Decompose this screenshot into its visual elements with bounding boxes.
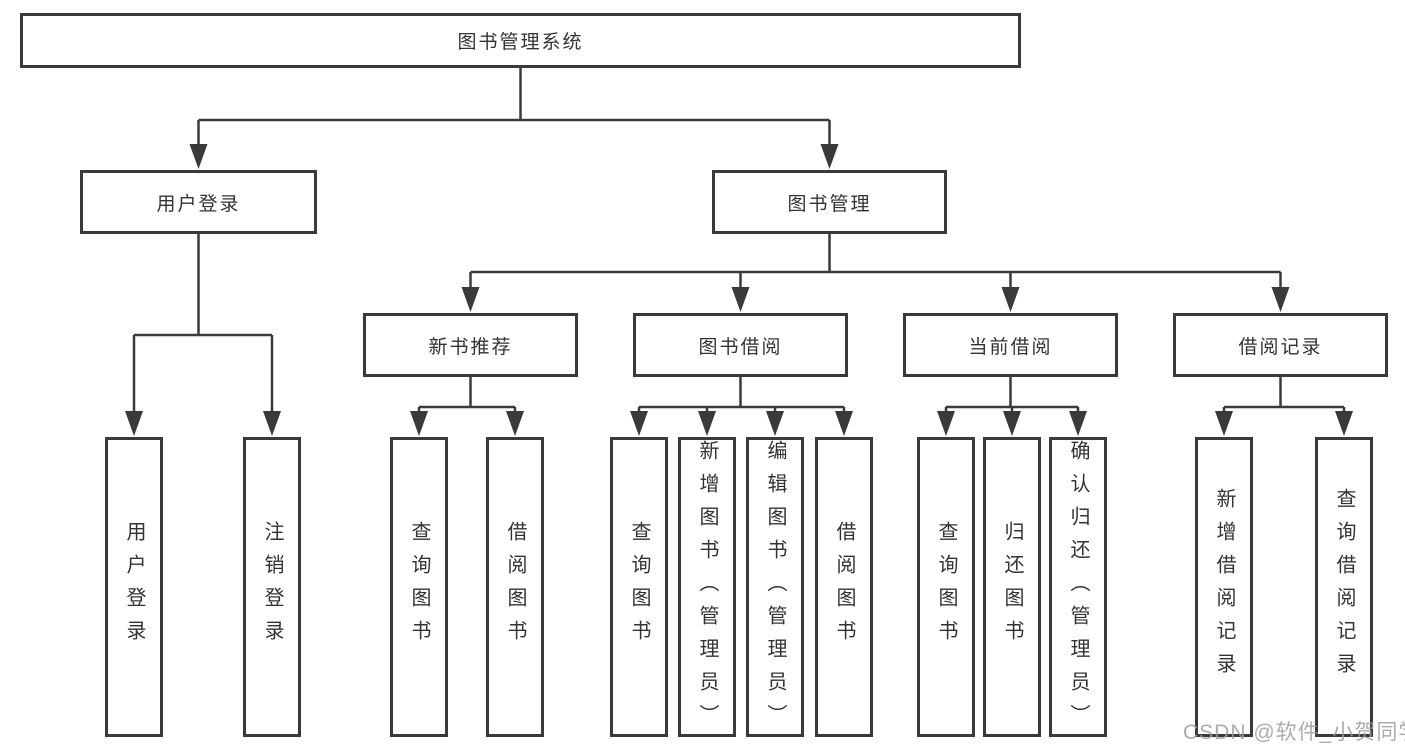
arrowhead bbox=[820, 144, 839, 169]
leaf-return-books: 归还图书 bbox=[983, 437, 1041, 737]
edge-user-login-children bbox=[132, 234, 274, 414]
leaf-add-book-admin-label: 新增图书（管理员） bbox=[696, 440, 718, 737]
leaf-borrow-books-borrowing-label: 借阅图书 bbox=[833, 521, 855, 653]
node-user-login: 用户登录 bbox=[80, 170, 317, 234]
leaf-query-books-borrowing-label: 查询图书 bbox=[628, 521, 650, 653]
arrowhead bbox=[263, 411, 281, 436]
node-current-borrowing: 当前借阅 bbox=[903, 313, 1118, 377]
arrowhead bbox=[731, 287, 750, 312]
node-book-management-label: 图书管理 bbox=[787, 193, 872, 215]
arrowhead bbox=[125, 411, 143, 436]
arrowhead bbox=[698, 411, 716, 436]
edge-borrowing-records-children bbox=[1222, 377, 1346, 414]
node-book-management: 图书管理 bbox=[712, 170, 947, 234]
leaf-add-book-admin: 新增图书（管理员） bbox=[678, 437, 736, 737]
leaf-add-borrow-record-label: 新增借阅记录 bbox=[1213, 488, 1235, 686]
node-user-login-label: 用户登录 bbox=[156, 193, 241, 215]
leaf-confirm-return-admin-label: 确认归还（管理员） bbox=[1067, 440, 1089, 737]
leaf-return-books-label: 归还图书 bbox=[1001, 521, 1023, 653]
edge-book-management-children bbox=[469, 234, 1282, 290]
csdn-watermark: CSDN @软件_小贺同学 bbox=[1183, 721, 1405, 744]
node-new-book-recommend-label: 新书推荐 bbox=[428, 336, 513, 358]
leaf-borrow-books-recommend: 借阅图书 bbox=[486, 437, 544, 737]
leaf-add-borrow-record: 新增借阅记录 bbox=[1195, 437, 1253, 737]
arrowhead bbox=[630, 411, 648, 436]
arrowhead bbox=[937, 411, 955, 436]
leaf-query-borrow-record-label: 查询借阅记录 bbox=[1333, 488, 1355, 686]
leaf-logout-label: 注销登录 bbox=[261, 521, 283, 653]
arrowhead bbox=[1335, 411, 1353, 436]
leaf-query-borrow-record: 查询借阅记录 bbox=[1315, 437, 1373, 737]
node-current-borrowing-label: 当前借阅 bbox=[968, 336, 1053, 358]
leaf-edit-book-admin-label: 编辑图书（管理员） bbox=[764, 440, 786, 737]
arrowhead bbox=[766, 411, 784, 436]
leaf-edit-book-admin: 编辑图书（管理员） bbox=[746, 437, 804, 737]
edge-root-to-level2 bbox=[197, 68, 831, 148]
node-root-label: 图书管理系统 bbox=[457, 32, 584, 53]
arrowhead bbox=[1069, 411, 1087, 436]
leaf-borrow-books-recommend-label: 借阅图书 bbox=[504, 521, 526, 653]
arrowhead bbox=[506, 411, 524, 436]
arrowhead bbox=[410, 411, 428, 436]
node-borrowing-records: 借阅记录 bbox=[1173, 313, 1388, 377]
node-borrowing-records-label: 借阅记录 bbox=[1238, 336, 1323, 358]
leaf-user-login: 用户登录 bbox=[105, 437, 163, 737]
leaf-query-books-current: 查询图书 bbox=[917, 437, 975, 737]
node-root: 图书管理系统 bbox=[20, 13, 1021, 68]
leaf-borrow-books-borrowing: 借阅图书 bbox=[815, 437, 873, 737]
arrowhead bbox=[835, 411, 853, 436]
leaf-query-books-recommend: 查询图书 bbox=[390, 437, 448, 737]
arrowhead bbox=[1271, 287, 1290, 312]
edge-new-book-recommend-children bbox=[417, 377, 517, 414]
node-book-borrowing-label: 图书借阅 bbox=[698, 336, 783, 358]
node-new-book-recommend: 新书推荐 bbox=[363, 313, 578, 377]
leaf-query-books-recommend-label: 查询图书 bbox=[408, 521, 430, 653]
edge-current-borrowing-children bbox=[944, 377, 1080, 414]
arrowhead bbox=[1215, 411, 1233, 436]
leaf-confirm-return-admin: 确认归还（管理员） bbox=[1049, 437, 1107, 737]
node-book-borrowing: 图书借阅 bbox=[633, 313, 848, 377]
edge-book-borrowing-children bbox=[637, 377, 846, 414]
leaf-query-books-borrowing: 查询图书 bbox=[610, 437, 668, 737]
arrowhead bbox=[1003, 411, 1021, 436]
arrowhead bbox=[461, 287, 480, 312]
leaf-logout: 注销登录 bbox=[243, 437, 301, 737]
arrowheads bbox=[125, 144, 1353, 436]
leaf-user-login-label: 用户登录 bbox=[123, 521, 145, 653]
leaf-query-books-current-label: 查询图书 bbox=[935, 521, 957, 653]
arrowhead bbox=[189, 144, 208, 169]
arrowhead bbox=[1001, 287, 1020, 312]
